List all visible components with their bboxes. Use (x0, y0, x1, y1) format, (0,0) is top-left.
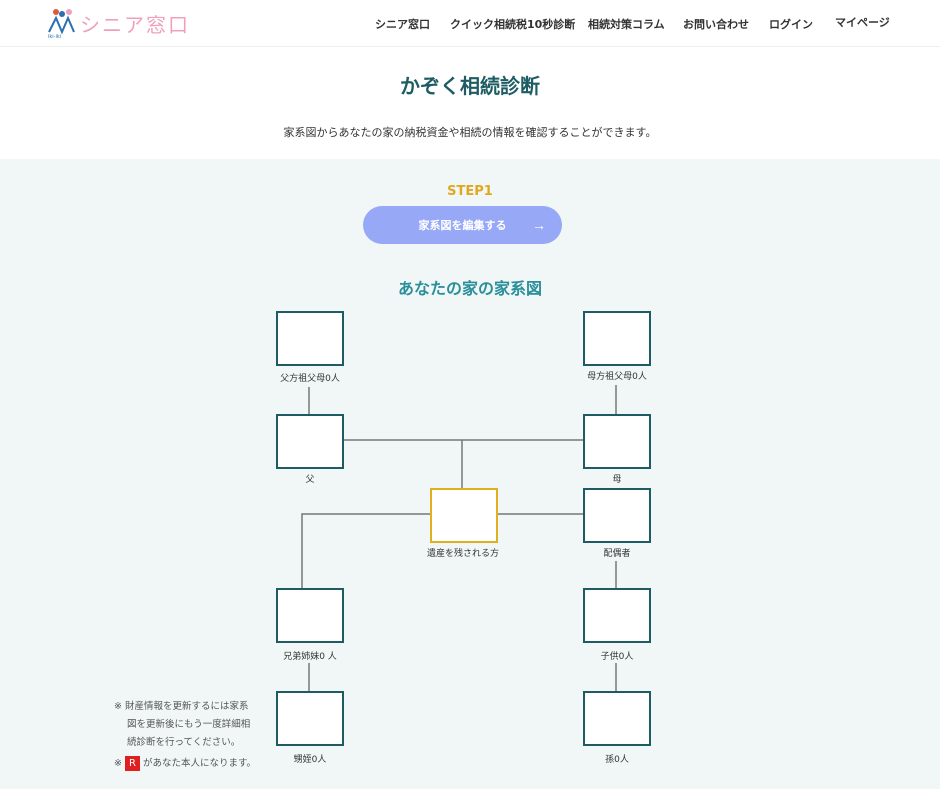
node-mother[interactable] (583, 414, 651, 469)
button-label: 家系図を編集する (418, 220, 507, 232)
nav-login[interactable]: ログイン (769, 18, 813, 31)
step-label: STEP1 (447, 184, 493, 199)
nav-column[interactable]: 相続対策コラム (588, 18, 665, 31)
label-spouse: 配偶者 (603, 549, 631, 559)
nav-quick-diagnosis[interactable]: クイック相続税10秒診断 (450, 18, 576, 31)
arrow-right-icon: → (532, 217, 546, 233)
label-paternal-grandparents: 父方祖父母0人 (280, 374, 340, 384)
label-siblings: 兄弟姉妹0 人 (283, 652, 337, 662)
label-children: 子供0人 (600, 652, 634, 662)
nav-mypage[interactable]: マイページ (835, 16, 890, 29)
logo[interactable]: iki-iki シニア窓口 (46, 8, 190, 38)
node-maternal-grandparents[interactable] (583, 311, 651, 366)
node-nephews[interactable] (276, 691, 344, 746)
label-mother: 母 (612, 475, 622, 485)
node-children[interactable] (583, 588, 651, 643)
label-grandchildren: 孫0人 (605, 755, 629, 765)
logo-icon: iki-iki (48, 9, 75, 38)
label-maternal-grandparents: 母方祖父母0人 (587, 372, 647, 382)
nav-senior[interactable]: シニア窓口 (375, 18, 430, 31)
note-update: ※ 財産情報を更新するには家系 図を更新後にもう一度詳細相 続診断を行ってくださ… (114, 701, 251, 748)
label-nephews: 甥姪0人 (293, 755, 327, 765)
node-paternal-grandparents[interactable] (276, 311, 344, 366)
label-self: 遺産を残される方 (426, 549, 499, 559)
page-title: かぞく相続診断 (400, 74, 540, 98)
logo-text: シニア窓口 (80, 12, 190, 37)
family-tree-title: あなたの家の家系図 (397, 279, 542, 298)
node-self[interactable] (430, 488, 498, 543)
hero (0, 47, 940, 159)
label-father: 父 (305, 475, 315, 485)
node-grandchildren[interactable] (583, 691, 651, 746)
page-description: 家系図からあなたの家の納税資金や相続の情報を確認することができます。 (283, 126, 657, 139)
person-icon: R (124, 756, 140, 771)
edit-family-tree-button[interactable]: 家系図を編集する → (363, 206, 562, 244)
node-spouse[interactable] (583, 488, 651, 543)
header: iki-iki シニア窓口 シニア窓口 クイック相続税10秒診断 相続対策コラム… (0, 0, 940, 47)
svg-text:iki-iki: iki-iki (48, 34, 61, 38)
nav-contact[interactable]: お問い合わせ (683, 18, 749, 31)
node-siblings[interactable] (276, 588, 344, 643)
node-father[interactable] (276, 414, 344, 469)
